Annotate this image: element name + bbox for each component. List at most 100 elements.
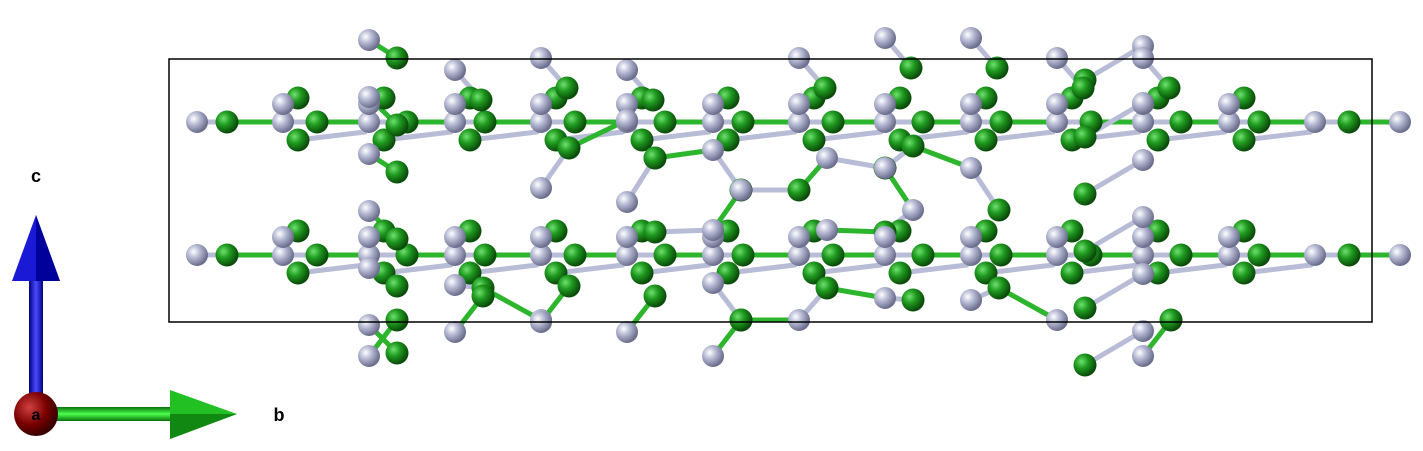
green-atom	[1060, 261, 1084, 285]
silver-atom	[530, 93, 552, 115]
silver-atom	[960, 93, 982, 115]
silver-atom	[1132, 47, 1154, 69]
b-axis-label: b	[274, 405, 285, 425]
silver-atom	[1046, 47, 1068, 69]
silver-atom	[874, 157, 896, 179]
silver-atom	[960, 226, 982, 248]
silver-atom	[702, 219, 724, 241]
atom-layer	[186, 27, 1411, 377]
green-atom	[215, 110, 239, 134]
silver-atom	[530, 111, 552, 133]
silver-atom	[702, 345, 724, 367]
silver-atom	[1132, 345, 1154, 367]
green-atom	[471, 284, 495, 308]
green-atom	[729, 308, 753, 332]
green-atom	[1073, 296, 1097, 320]
silver-atom	[358, 143, 380, 165]
silver-atom	[358, 257, 380, 279]
green-atom	[987, 198, 1011, 222]
silver-atom	[960, 27, 982, 49]
green-atom	[473, 110, 497, 134]
silver-atom	[616, 93, 638, 115]
silver-atom	[816, 147, 838, 169]
green-atom	[458, 128, 482, 152]
green-atom	[1247, 110, 1271, 134]
silver-atom	[1389, 244, 1411, 266]
silver-atom	[616, 191, 638, 213]
green-atom	[974, 128, 998, 152]
green-atom	[1146, 128, 1170, 152]
silver-atom	[702, 272, 724, 294]
green-atom	[815, 276, 839, 300]
green-atom	[1073, 125, 1097, 149]
silver-atom	[960, 244, 982, 266]
silver-atom	[1218, 244, 1240, 266]
silver-atom	[702, 93, 724, 115]
green-atom	[1169, 243, 1193, 267]
silver-atom	[788, 111, 810, 133]
green-atom	[1337, 110, 1361, 134]
silver-atom	[358, 86, 380, 108]
silver-atom	[702, 244, 724, 266]
green-atom	[802, 128, 826, 152]
silver-atom	[186, 111, 208, 133]
c-axis-arrowhead-shade	[36, 215, 60, 281]
silver-atom	[730, 179, 752, 201]
silver-atom	[272, 111, 294, 133]
silver-atom	[788, 226, 810, 248]
green-atom	[1073, 239, 1097, 263]
green-atom	[989, 110, 1013, 134]
green-atom	[557, 274, 581, 298]
green-atom	[557, 136, 581, 160]
green-atom	[1159, 308, 1183, 332]
green-atom	[385, 160, 409, 184]
green-atom	[385, 274, 409, 298]
green-atom	[1169, 110, 1193, 134]
silver-atom	[788, 309, 810, 331]
silver-atom	[1218, 93, 1240, 115]
silver-atom	[444, 226, 466, 248]
silver-atom	[1132, 149, 1154, 171]
green-atom	[555, 76, 579, 100]
silver-atom	[1046, 244, 1068, 266]
green-atom	[473, 243, 497, 267]
silver-atom	[788, 47, 810, 69]
green-atom	[1337, 243, 1361, 267]
silver-atom	[444, 321, 466, 343]
green-atom	[974, 261, 998, 285]
green-atom	[888, 261, 912, 285]
a-axis-origin	[14, 392, 58, 436]
green-atom	[911, 110, 935, 134]
silver-atom	[788, 244, 810, 266]
green-atom	[653, 243, 677, 267]
silver-atom	[874, 287, 896, 309]
green-atom	[372, 128, 396, 152]
green-atom	[630, 261, 654, 285]
green-atom	[821, 243, 845, 267]
silver-atom	[816, 219, 838, 241]
silver-atom	[186, 244, 208, 266]
silver-atom	[444, 244, 466, 266]
green-atom	[989, 243, 1013, 267]
silver-atom	[960, 157, 982, 179]
silver-atom	[358, 29, 380, 51]
silver-atom	[1132, 320, 1154, 342]
silver-atom	[874, 226, 896, 248]
silver-atom	[1304, 244, 1326, 266]
silver-atom	[616, 59, 638, 81]
a-axis-label: a	[32, 407, 41, 424]
silver-atom	[1304, 111, 1326, 133]
silver-atom	[902, 199, 924, 221]
green-atom	[911, 243, 935, 267]
silver-atom	[444, 93, 466, 115]
silver-atom	[444, 111, 466, 133]
green-atom	[731, 110, 755, 134]
green-atom	[286, 261, 310, 285]
green-atom	[987, 276, 1011, 300]
green-atom	[385, 308, 409, 332]
silver-atom	[530, 47, 552, 69]
green-atom	[1232, 128, 1256, 152]
green-atom	[563, 110, 587, 134]
silver-atom	[616, 321, 638, 343]
